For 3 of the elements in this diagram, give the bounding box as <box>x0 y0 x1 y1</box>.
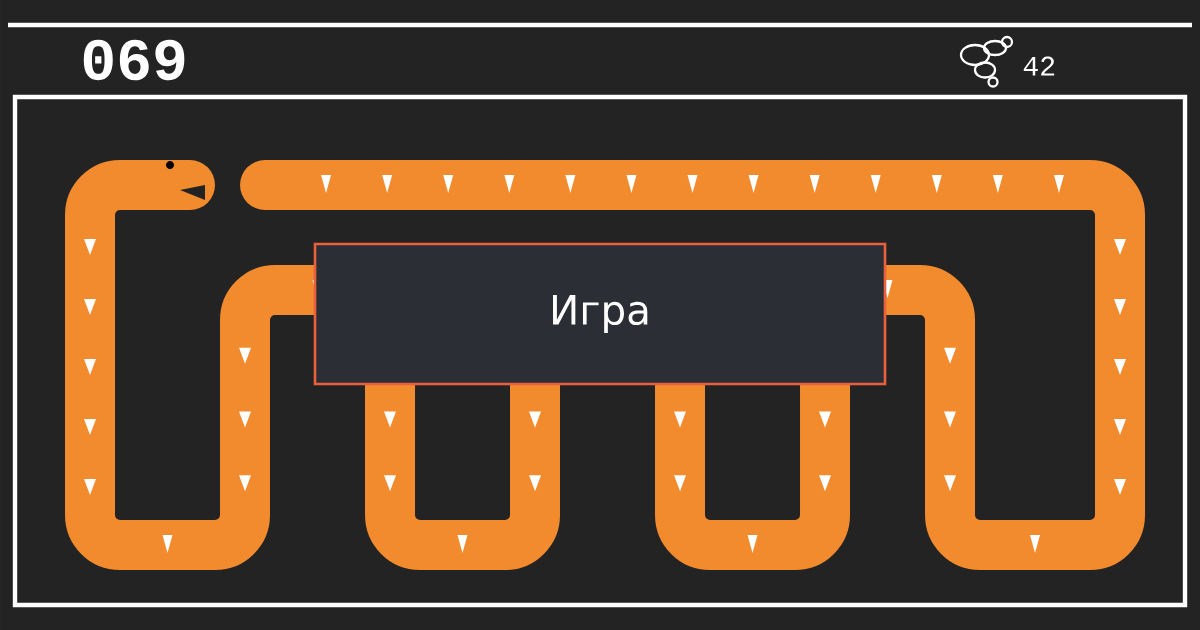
title-box: Игра <box>313 242 887 386</box>
score-counter: 069 <box>83 39 185 81</box>
count-label: 42 <box>1023 56 1055 76</box>
